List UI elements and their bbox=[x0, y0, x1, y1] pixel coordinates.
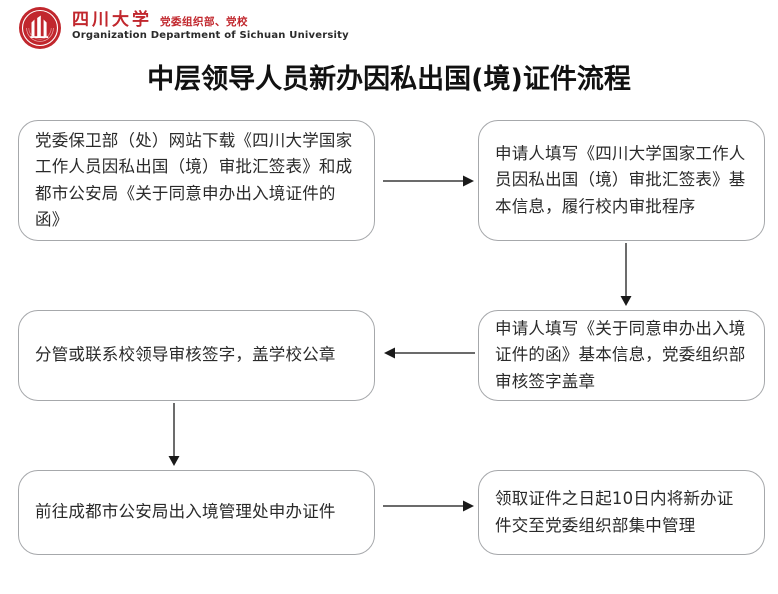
sichuan-university-seal-icon bbox=[18, 6, 62, 50]
department-name-cn: 党委组织部、党校 bbox=[160, 16, 248, 29]
flow-step-6: 领取证件之日起10日内将新办证件交至党委组织部集中管理 bbox=[478, 470, 765, 555]
header-branding: 四川大学 党委组织部、党校 Organization Department of… bbox=[18, 6, 349, 50]
flow-step-1: 党委保卫部（处）网站下载《四川大学国家工作人员因私出国（境）审批汇签表》和成都市… bbox=[18, 120, 375, 241]
arrow-left-step3-to-step4 bbox=[383, 342, 475, 364]
flow-step-3: 申请人填写《关于同意申办出入境证件的函》基本信息，党委组织部审核签字盖章 bbox=[478, 310, 765, 401]
flow-step-5-text: 前往成都市公安局出入境管理处申办证件 bbox=[35, 502, 336, 522]
flow-step-4-text: 分管或联系校领导审核签字，盖学校公章 bbox=[35, 345, 336, 365]
flow-step-6-text: 领取证件之日起10日内将新办证件交至党委组织部集中管理 bbox=[495, 489, 734, 535]
arrow-down-step4-to-step5 bbox=[163, 403, 185, 467]
department-name-en: Organization Department of Sichuan Unive… bbox=[72, 30, 349, 41]
flow-step-2-text: 申请人填写《四川大学国家工作人员因私出国（境）审批汇签表》基本信息，履行校内审批… bbox=[495, 144, 746, 216]
flow-step-5: 前往成都市公安局出入境管理处申办证件 bbox=[18, 470, 375, 555]
arrow-right-step5-to-step6 bbox=[383, 495, 475, 517]
flow-step-4: 分管或联系校领导审核签字，盖学校公章 bbox=[18, 310, 375, 401]
brand-text-block: 四川大学 党委组织部、党校 Organization Department of… bbox=[72, 12, 349, 44]
arrow-down-step2-to-step3 bbox=[615, 243, 637, 307]
flow-step-3-text: 申请人填写《关于同意申办出入境证件的函》基本信息，党委组织部审核签字盖章 bbox=[495, 319, 746, 391]
flow-step-1-text: 党委保卫部（处）网站下载《四川大学国家工作人员因私出国（境）审批汇签表》和成都市… bbox=[35, 131, 353, 229]
arrow-right-step1-to-step2 bbox=[383, 170, 475, 192]
page-title: 中层领导人员新办因私出国(境)证件流程 bbox=[147, 64, 631, 95]
flow-step-2: 申请人填写《四川大学国家工作人员因私出国（境）审批汇签表》基本信息，履行校内审批… bbox=[478, 120, 765, 241]
university-name-cn: 四川大学 bbox=[72, 10, 152, 30]
